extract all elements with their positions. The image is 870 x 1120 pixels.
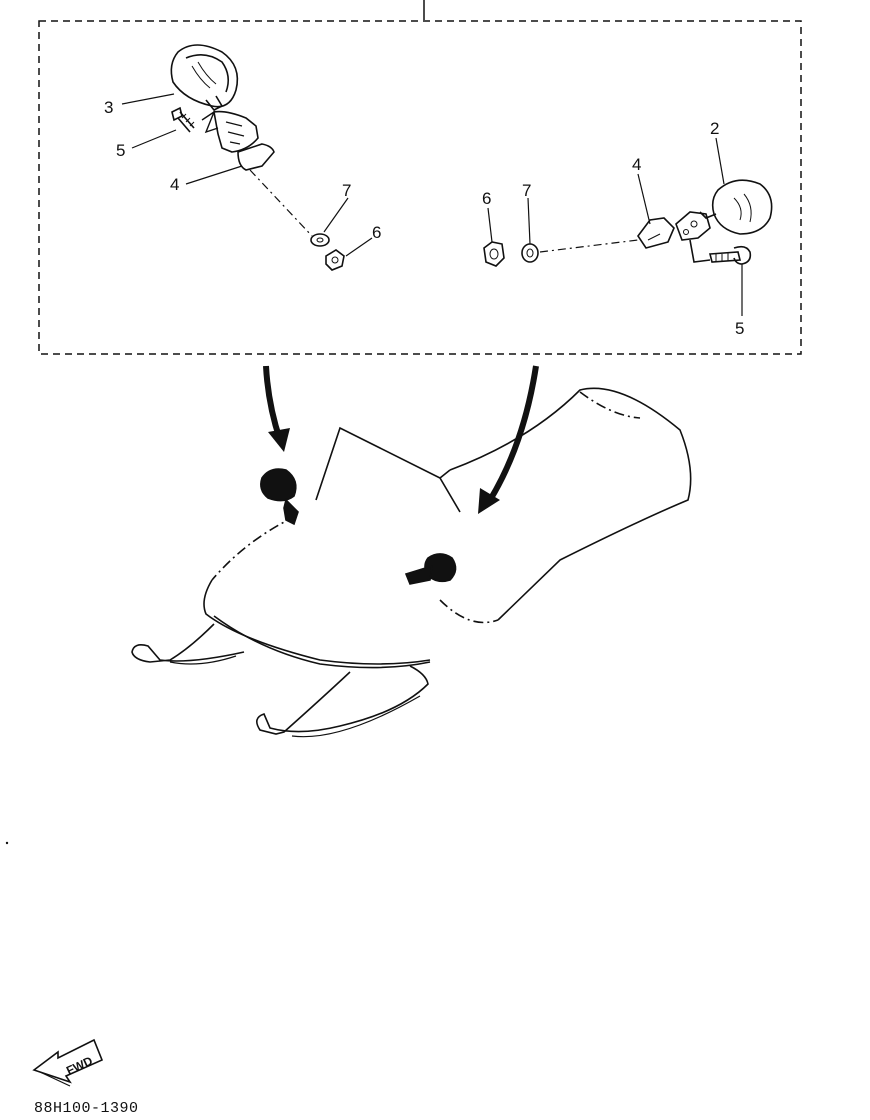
- leader-lines: [121, 93, 743, 316]
- callout-right-nut: 6: [482, 189, 491, 208]
- snowmobile: [131, 387, 692, 738]
- callout-left-bracket: 4: [170, 175, 179, 194]
- callout-right-washer: 7: [522, 181, 531, 200]
- callout-left-bolt: 5: [116, 141, 125, 160]
- diagram-code: 88H100-1390: [34, 1100, 139, 1117]
- mounted-left-mirror: [260, 468, 297, 502]
- right-bolt: [708, 245, 752, 265]
- callout-right-mirror: 2: [710, 119, 719, 138]
- right-mirror-assembly: [483, 179, 773, 267]
- callout-right-bracket: 4: [632, 155, 641, 174]
- callout-right-bolt: 5: [735, 319, 744, 338]
- detail-box: [38, 20, 802, 355]
- right-bracket: [637, 217, 675, 249]
- left-mirror-base: [213, 110, 259, 153]
- right-mirror-base: [675, 211, 711, 241]
- right-mirror-head: [711, 179, 773, 235]
- left-ski: [131, 623, 245, 663]
- callout-left-nut: 6: [372, 223, 381, 242]
- install-arrow-right: [478, 365, 539, 514]
- left-bracket: [237, 143, 275, 171]
- right-washer: [521, 243, 539, 263]
- left-washer: [310, 233, 330, 247]
- install-arrow-left: [263, 365, 290, 452]
- right-nut: [483, 241, 505, 267]
- callout-left-washer: 7: [342, 181, 351, 200]
- callout-left-mirror: 3: [104, 98, 113, 117]
- windshield: [315, 426, 461, 513]
- left-bolt: [171, 106, 195, 133]
- left-nut: [325, 249, 345, 271]
- left-mirror-assembly: [170, 44, 345, 271]
- fwd-arrow-icon: FWD: [32, 1038, 104, 1087]
- right-ski: [256, 665, 429, 735]
- left-mirror-head: [170, 44, 239, 108]
